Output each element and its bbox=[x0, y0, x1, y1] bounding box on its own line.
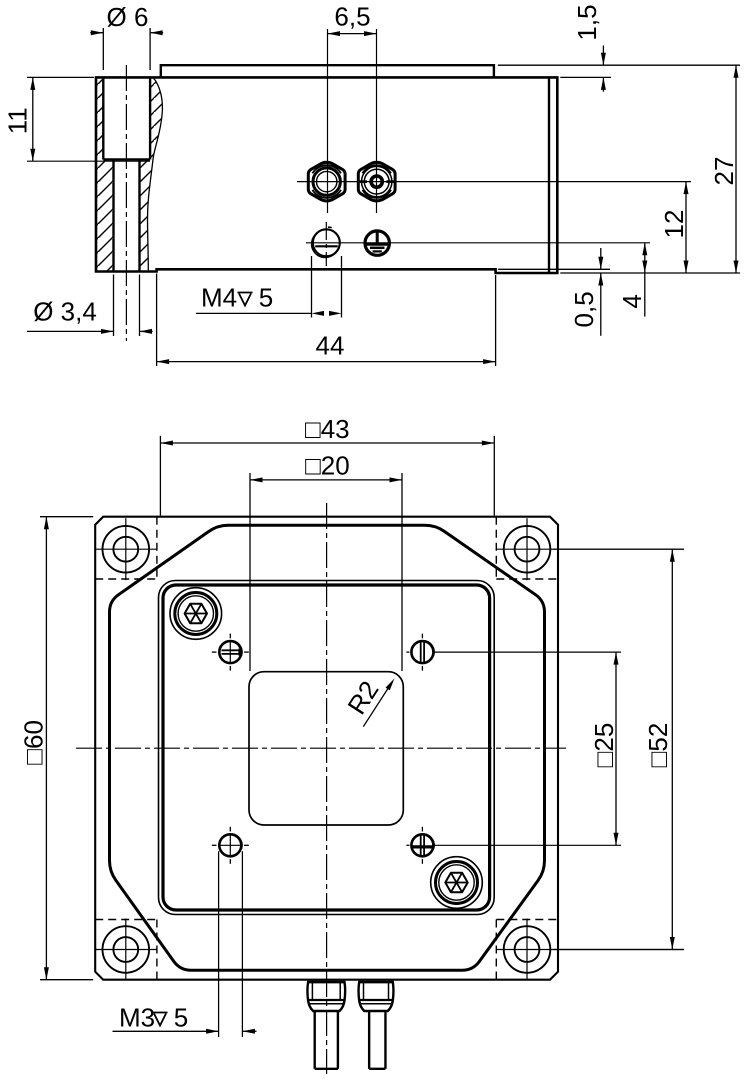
svg-text:R2: R2 bbox=[341, 675, 384, 719]
svg-text:12: 12 bbox=[659, 210, 689, 239]
svg-text:11: 11 bbox=[3, 107, 33, 134]
svg-text:0,5: 0,5 bbox=[569, 291, 599, 327]
svg-text:□25: □25 bbox=[589, 723, 619, 768]
svg-text:44: 44 bbox=[316, 330, 345, 360]
svg-text:5: 5 bbox=[259, 283, 273, 313]
svg-text:Ø 6: Ø 6 bbox=[107, 2, 149, 32]
svg-text:□60: □60 bbox=[19, 720, 49, 765]
svg-text:□43: □43 bbox=[305, 414, 350, 444]
svg-text:4: 4 bbox=[617, 294, 647, 308]
svg-text:Ø 3,4: Ø 3,4 bbox=[33, 297, 97, 327]
svg-text:M4: M4 bbox=[201, 283, 237, 313]
svg-text:1,5: 1,5 bbox=[572, 4, 602, 40]
svg-text:6,5: 6,5 bbox=[334, 2, 370, 32]
svg-text:5: 5 bbox=[174, 1003, 188, 1033]
svg-text:□20: □20 bbox=[305, 450, 350, 480]
svg-text:□52: □52 bbox=[643, 723, 673, 768]
svg-text:27: 27 bbox=[709, 157, 739, 186]
svg-text:M3: M3 bbox=[119, 1003, 155, 1033]
